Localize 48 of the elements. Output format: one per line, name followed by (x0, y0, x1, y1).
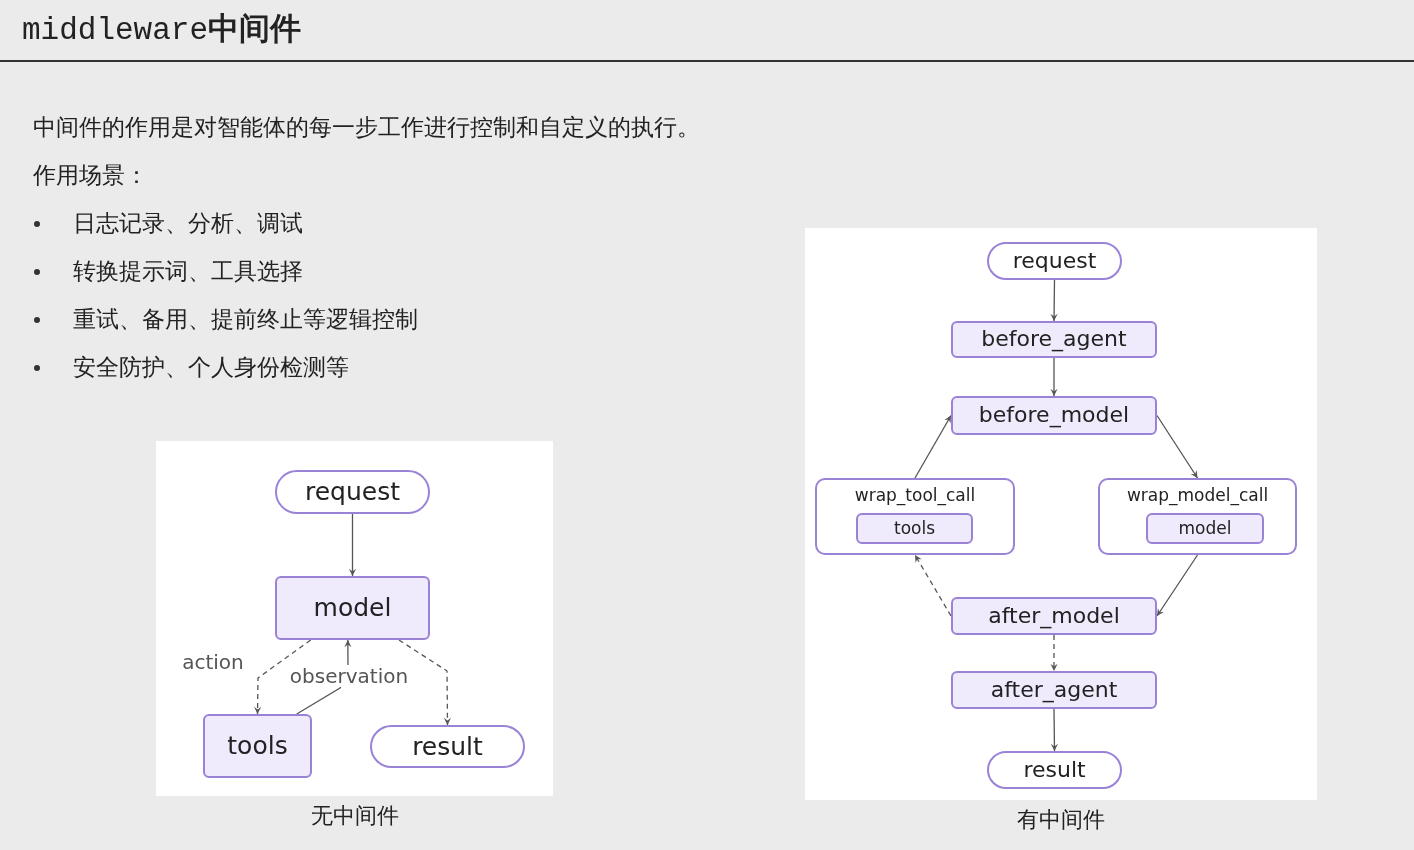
process-box (951, 396, 1157, 435)
node-label: wrap_tool_call (853, 486, 977, 505)
arrow (254, 639, 312, 715)
process-box (856, 513, 973, 544)
process-box (951, 671, 1157, 709)
node-label: request (1012, 248, 1097, 274)
arrow (914, 554, 952, 617)
node-label: model (1178, 519, 1232, 538)
page-title: middleware中间件 (22, 12, 302, 50)
node-label: result (1023, 757, 1086, 783)
process-box (951, 597, 1157, 635)
bullet-text: 转换提示词、工具选择 (73, 257, 303, 286)
node-label: before_model (978, 403, 1130, 428)
node-label: after_model (988, 603, 1120, 629)
arrow (914, 414, 952, 479)
node-label: request (304, 478, 400, 506)
arrow (1050, 634, 1058, 672)
terminal-pill (987, 751, 1122, 789)
body-text: 中间件的作用是对智能体的每一步工作进行控制和自定义的执行。 (33, 113, 700, 142)
arrow (348, 513, 357, 577)
bullet-text: 重试、备用、提前终止等逻辑控制 (73, 305, 418, 334)
process-box (1146, 513, 1264, 544)
arrow (1050, 708, 1058, 752)
process-box (951, 321, 1157, 358)
node-label: wrap_model_call (1125, 486, 1270, 505)
bullet-text: 日志记录、分析、调试 (73, 209, 303, 238)
process-box (203, 714, 312, 778)
node-label: result (412, 732, 483, 761)
body-text: 作用场景： (33, 161, 148, 190)
arrow (398, 639, 452, 726)
arrow (1156, 414, 1199, 479)
node-label: tools (227, 732, 288, 760)
process-box (275, 576, 430, 640)
caption: 无中间件 (311, 802, 399, 830)
terminal-pill (370, 725, 525, 768)
arrow (1050, 357, 1058, 397)
node-label: after_agent (990, 677, 1118, 703)
caption: 有中间件 (1017, 806, 1105, 834)
arrow (1156, 554, 1199, 617)
container-box (1098, 478, 1297, 555)
node-label: before_agent (981, 327, 1127, 352)
terminal-pill (275, 470, 430, 514)
terminal-pill (987, 242, 1122, 280)
arrow (1050, 279, 1058, 322)
container-box (815, 478, 1015, 555)
node-label: tools (893, 519, 936, 538)
bullet-text: 安全防护、个人身份检测等 (73, 353, 349, 382)
node-label: model (313, 594, 392, 622)
